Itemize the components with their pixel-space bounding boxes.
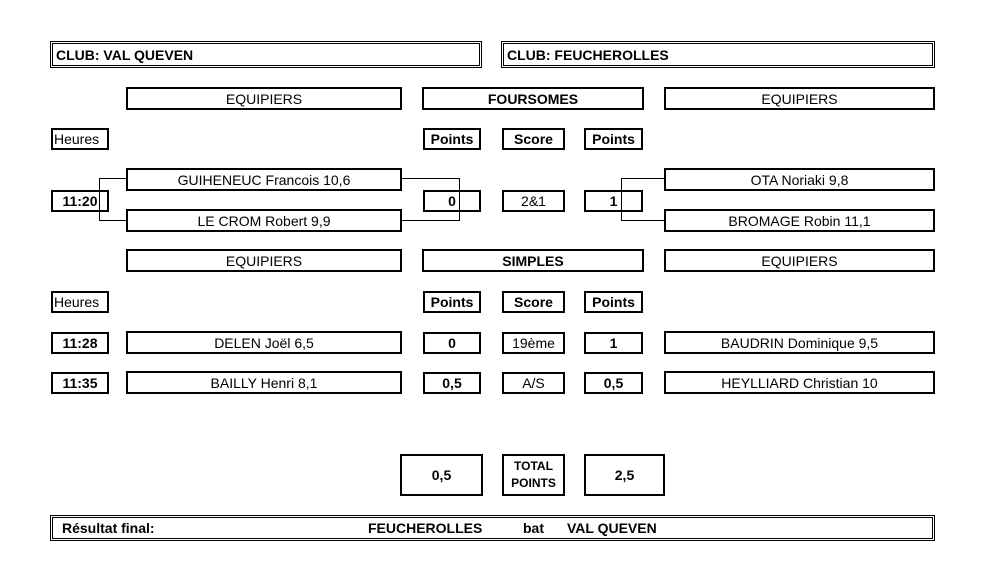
equipiers-left-header-singles: EQUIPIERS <box>126 249 402 272</box>
equipiers-left-header: EQUIPIERS <box>126 87 402 110</box>
single-1-right-points: 1 <box>584 332 643 354</box>
heures-label-singles: Heures <box>51 291 109 313</box>
bracket-left-time-bot <box>99 220 126 221</box>
bracket-left-time-v <box>99 178 100 221</box>
bracket-right-pts-bot <box>621 220 664 221</box>
total-right: 2,5 <box>584 454 665 496</box>
points-left-label: Points <box>423 128 481 150</box>
result-label: Résultat final: <box>62 520 155 536</box>
final-result-bar: Résultat final: FEUCHEROLLES bat VAL QUE… <box>50 515 935 541</box>
total-points-label: TOTAL POINTS <box>502 454 565 496</box>
single-2-left-points: 0,5 <box>423 372 481 394</box>
result-winner: FEUCHEROLLES <box>368 520 483 536</box>
bracket-left-pts-v <box>459 178 460 221</box>
points-left-label-singles: Points <box>423 291 481 313</box>
score-label: Score <box>502 128 565 150</box>
result-verb: bat <box>523 520 544 536</box>
total-label-line1: TOTAL <box>514 459 553 473</box>
single-1-time: 11:28 <box>51 332 109 354</box>
bracket-right-pts-top <box>621 178 664 179</box>
simples-header: SIMPLES <box>422 249 644 272</box>
club-right: CLUB: FEUCHEROLLES <box>501 41 935 68</box>
single-1-right-player: BAUDRIN Dominique 9,5 <box>664 331 935 354</box>
equipiers-right-header-singles: EQUIPIERS <box>664 249 935 272</box>
club-left: CLUB: VAL QUEVEN <box>50 41 482 68</box>
points-right-label: Points <box>584 128 643 150</box>
foursome-right-points: 1 <box>584 190 643 212</box>
bracket-left-time-top <box>99 178 126 179</box>
result-loser: VAL QUEVEN <box>567 520 657 536</box>
foursomes-header: FOURSOMES <box>422 87 644 110</box>
single-1-score: 19ème <box>502 332 565 354</box>
single-2-right-points: 0,5 <box>584 372 643 394</box>
foursome-left-player-1: GUIHENEUC Francois 10,6 <box>126 168 402 191</box>
foursome-right-player-1: OTA Noriaki 9,8 <box>664 168 935 191</box>
bracket-left-pts-top <box>402 178 460 179</box>
heures-label: Heures <box>51 128 109 150</box>
foursome-time: 11:20 <box>51 190 109 212</box>
foursome-right-player-2: BROMAGE Robin 11,1 <box>664 209 935 232</box>
total-label-line2: POINTS <box>511 476 556 490</box>
bracket-right-pts-v <box>621 178 622 221</box>
points-right-label-singles: Points <box>584 291 643 313</box>
equipiers-right-header: EQUIPIERS <box>664 87 935 110</box>
score-label-singles: Score <box>502 291 565 313</box>
total-left: 0,5 <box>400 454 483 496</box>
single-2-left-player: BAILLY Henri 8,1 <box>126 371 402 394</box>
single-2-score: A/S <box>502 372 565 394</box>
bracket-left-pts-bot <box>402 220 460 221</box>
single-1-left-player: DELEN Joël 6,5 <box>126 331 402 354</box>
single-2-time: 11:35 <box>51 372 109 394</box>
single-2-right-player: HEYLLIARD Christian 10 <box>664 371 935 394</box>
foursome-score: 2&1 <box>502 190 565 212</box>
foursome-left-points: 0 <box>423 190 481 212</box>
single-1-left-points: 0 <box>423 332 481 354</box>
foursome-left-player-2: LE CROM Robert 9,9 <box>126 209 402 232</box>
